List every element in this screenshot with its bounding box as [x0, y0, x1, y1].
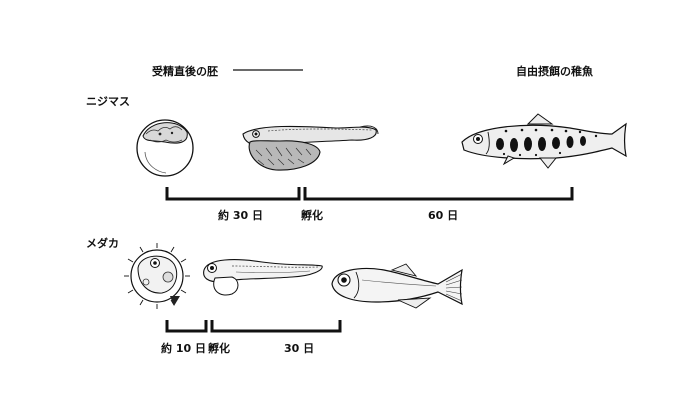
medaka-stage2-bracket: [210, 320, 342, 333]
medaka-larva-illustration: [203, 259, 323, 296]
trout-fry-illustration: [461, 113, 627, 169]
trout-stage1-bracket: [165, 187, 301, 201]
medaka-fry-illustration: [331, 263, 463, 309]
trout-species-label: ニジマス: [86, 95, 130, 108]
trout-stage2-duration: 60 日: [428, 209, 459, 222]
fry-label: 自由摂餌の稚魚: [516, 65, 593, 78]
embryo-label: 受精直後の胚: [152, 65, 218, 78]
medaka-egg-illustration: [124, 243, 190, 309]
trout-egg-illustration: [136, 119, 194, 177]
medaka-stage1-duration: 約 10 日: [161, 342, 206, 355]
medaka-hatch-label: 孵化: [208, 342, 230, 355]
medaka-stage1-bracket: [165, 320, 208, 333]
trout-alevin-illustration: [242, 125, 379, 171]
medaka-species-label: メダカ: [86, 237, 119, 250]
trout-stage1-duration: 約 30 日: [218, 209, 263, 222]
medaka-stage2-duration: 30 日: [284, 342, 315, 355]
trout-stage2-bracket: [303, 187, 574, 201]
trout-hatch-label: 孵化: [301, 209, 323, 222]
